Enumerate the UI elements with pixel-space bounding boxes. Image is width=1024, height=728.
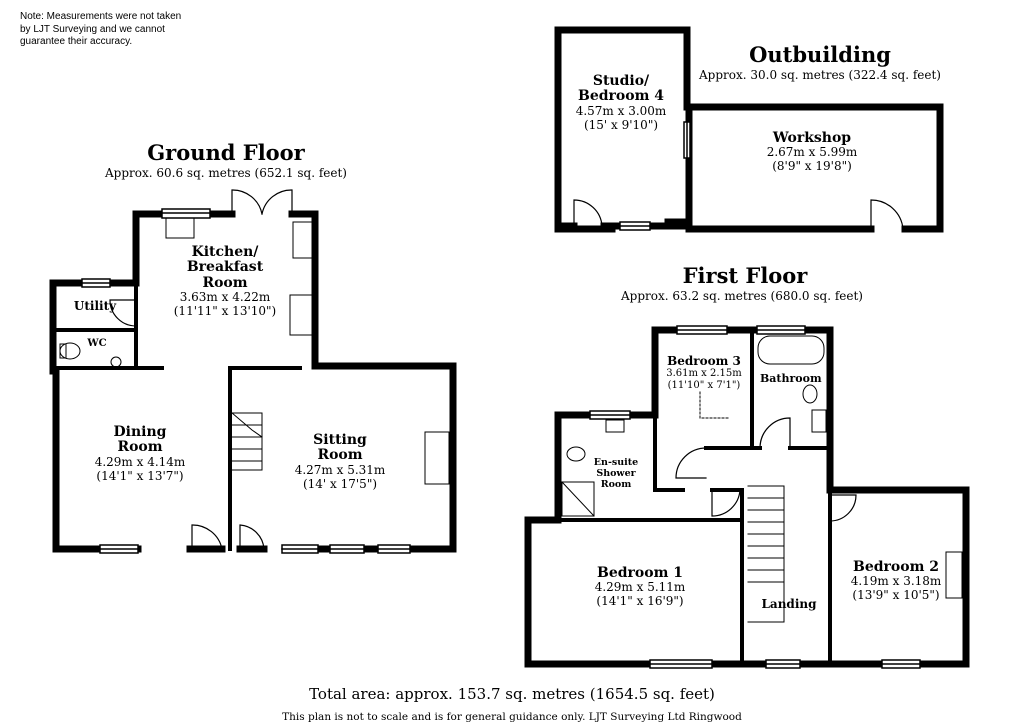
kitchen-label: Kitchen/ Breakfast Room 3.63m x 4.22m (1…	[160, 244, 290, 319]
note-line-2: by LJT Surveying and we cannot	[20, 23, 165, 35]
bathroom-label: Bathroom	[760, 372, 822, 385]
ensuite-label: En-suite Shower Room	[588, 457, 644, 491]
workshop-imperial: (8'9" x 19'8")	[772, 159, 852, 174]
kitchen-name-1: Kitchen/	[191, 244, 259, 260]
dining-name-1: Dining	[113, 424, 167, 440]
bedroom-2-imperial: (13'9" x 10'5")	[852, 588, 940, 603]
kitchen-dim: 3.63m x 4.22m	[179, 290, 271, 305]
first-floor-plan	[524, 325, 970, 669]
bedroom-3-label: Bedroom 3 3.61m x 2.15m (11'10" x 7'1")	[658, 354, 750, 391]
bedroom-1-imperial: (14'1" x 16'9")	[596, 594, 684, 609]
ground-stairs	[231, 412, 263, 471]
door-swings	[109, 189, 293, 550]
sitting-imperial: (14' x 17'5")	[302, 476, 378, 491]
utility-label: Utility	[73, 299, 117, 313]
dining-imperial: (14'1" x 13'7")	[96, 468, 184, 483]
workshop-dim: 2.67m x 5.99m	[766, 145, 858, 160]
total-area: Total area: approx. 153.7 sq. metres (16…	[309, 685, 715, 703]
dining-name-2: Room	[117, 439, 163, 456]
studio-dim: 4.57m x 3.00m	[575, 103, 667, 118]
outbuilding-title: Outbuilding	[749, 42, 891, 67]
bedroom-3-name: Bedroom 3	[667, 354, 741, 368]
wc-label: WC	[87, 338, 107, 349]
disclaimer: This plan is not to scale and is for gen…	[282, 711, 742, 723]
sitting-dim: 4.27m x 5.31m	[294, 462, 386, 477]
landing-label: Landing	[761, 597, 817, 611]
measurement-note: Note: Measurements were not taken by LJT…	[20, 11, 200, 49]
dining-dim: 4.29m x 4.14m	[94, 454, 186, 469]
bedroom-2-name: Bedroom 2	[852, 559, 939, 575]
sitting-room-label: Sitting Room 4.27m x 5.31m (14' x 17'5")	[278, 432, 402, 491]
bedroom-1-dim: 4.29m x 5.11m	[594, 580, 686, 595]
bedroom-3-imperial: (11'10" x 7'1")	[667, 379, 741, 391]
kitchen-imperial: (11'11" x 13'10")	[173, 303, 277, 318]
note-line-3: guarantee their accuracy.	[20, 36, 133, 47]
bedroom-2-label: Bedroom 2 4.19m x 3.18m (13'9" x 10'5")	[836, 559, 956, 603]
sitting-name-1: Sitting	[313, 432, 367, 448]
studio-name-2: Bedroom 4	[577, 88, 664, 105]
first-floor-title: First Floor	[682, 263, 808, 288]
ensuite-name-3: Room	[600, 478, 632, 490]
ground-floor-area: Approx. 60.6 sq. metres (652.1 sq. feet)	[105, 166, 347, 180]
outbuilding-plan	[554, 26, 944, 233]
studio-name-1: Studio/	[592, 73, 650, 89]
studio-label: Studio/ Bedroom 4 4.57m x 3.00m (15' x 9…	[566, 73, 676, 132]
bedroom-2-dim: 4.19m x 3.18m	[850, 574, 942, 589]
ground-floor-title: Ground Floor	[147, 140, 305, 165]
kitchen-name-3: Room	[202, 274, 248, 291]
ground-fixtures	[59, 217, 450, 485]
window-marks	[81, 208, 411, 554]
note-line-1: Note: Measurements were not taken	[20, 11, 182, 22]
ensuite-name-2: Shower	[596, 467, 636, 479]
bedroom-3-dim: 3.61m x 2.15m	[666, 368, 742, 380]
workshop-name: Workshop	[772, 130, 852, 146]
bedroom-1-label: Bedroom 1 4.29m x 5.11m (14'1" x 16'9")	[578, 565, 702, 609]
bedroom-1-name: Bedroom 1	[596, 565, 683, 581]
first-floor-area: Approx. 63.2 sq. metres (680.0 sq. feet)	[621, 289, 863, 303]
workshop-label: Workshop 2.67m x 5.99m (8'9" x 19'8")	[752, 130, 872, 174]
kitchen-name-2: Breakfast	[186, 259, 264, 276]
ground-floor-plan	[49, 189, 457, 554]
dining-room-label: Dining Room 4.29m x 4.14m (14'1" x 13'7"…	[80, 424, 200, 483]
studio-imperial: (15' x 9'10")	[583, 117, 659, 132]
outbuilding-area: Approx. 30.0 sq. metres (322.4 sq. feet)	[699, 68, 941, 82]
sitting-name-2: Room	[317, 447, 363, 464]
ensuite-name-1: En-suite	[593, 457, 639, 468]
